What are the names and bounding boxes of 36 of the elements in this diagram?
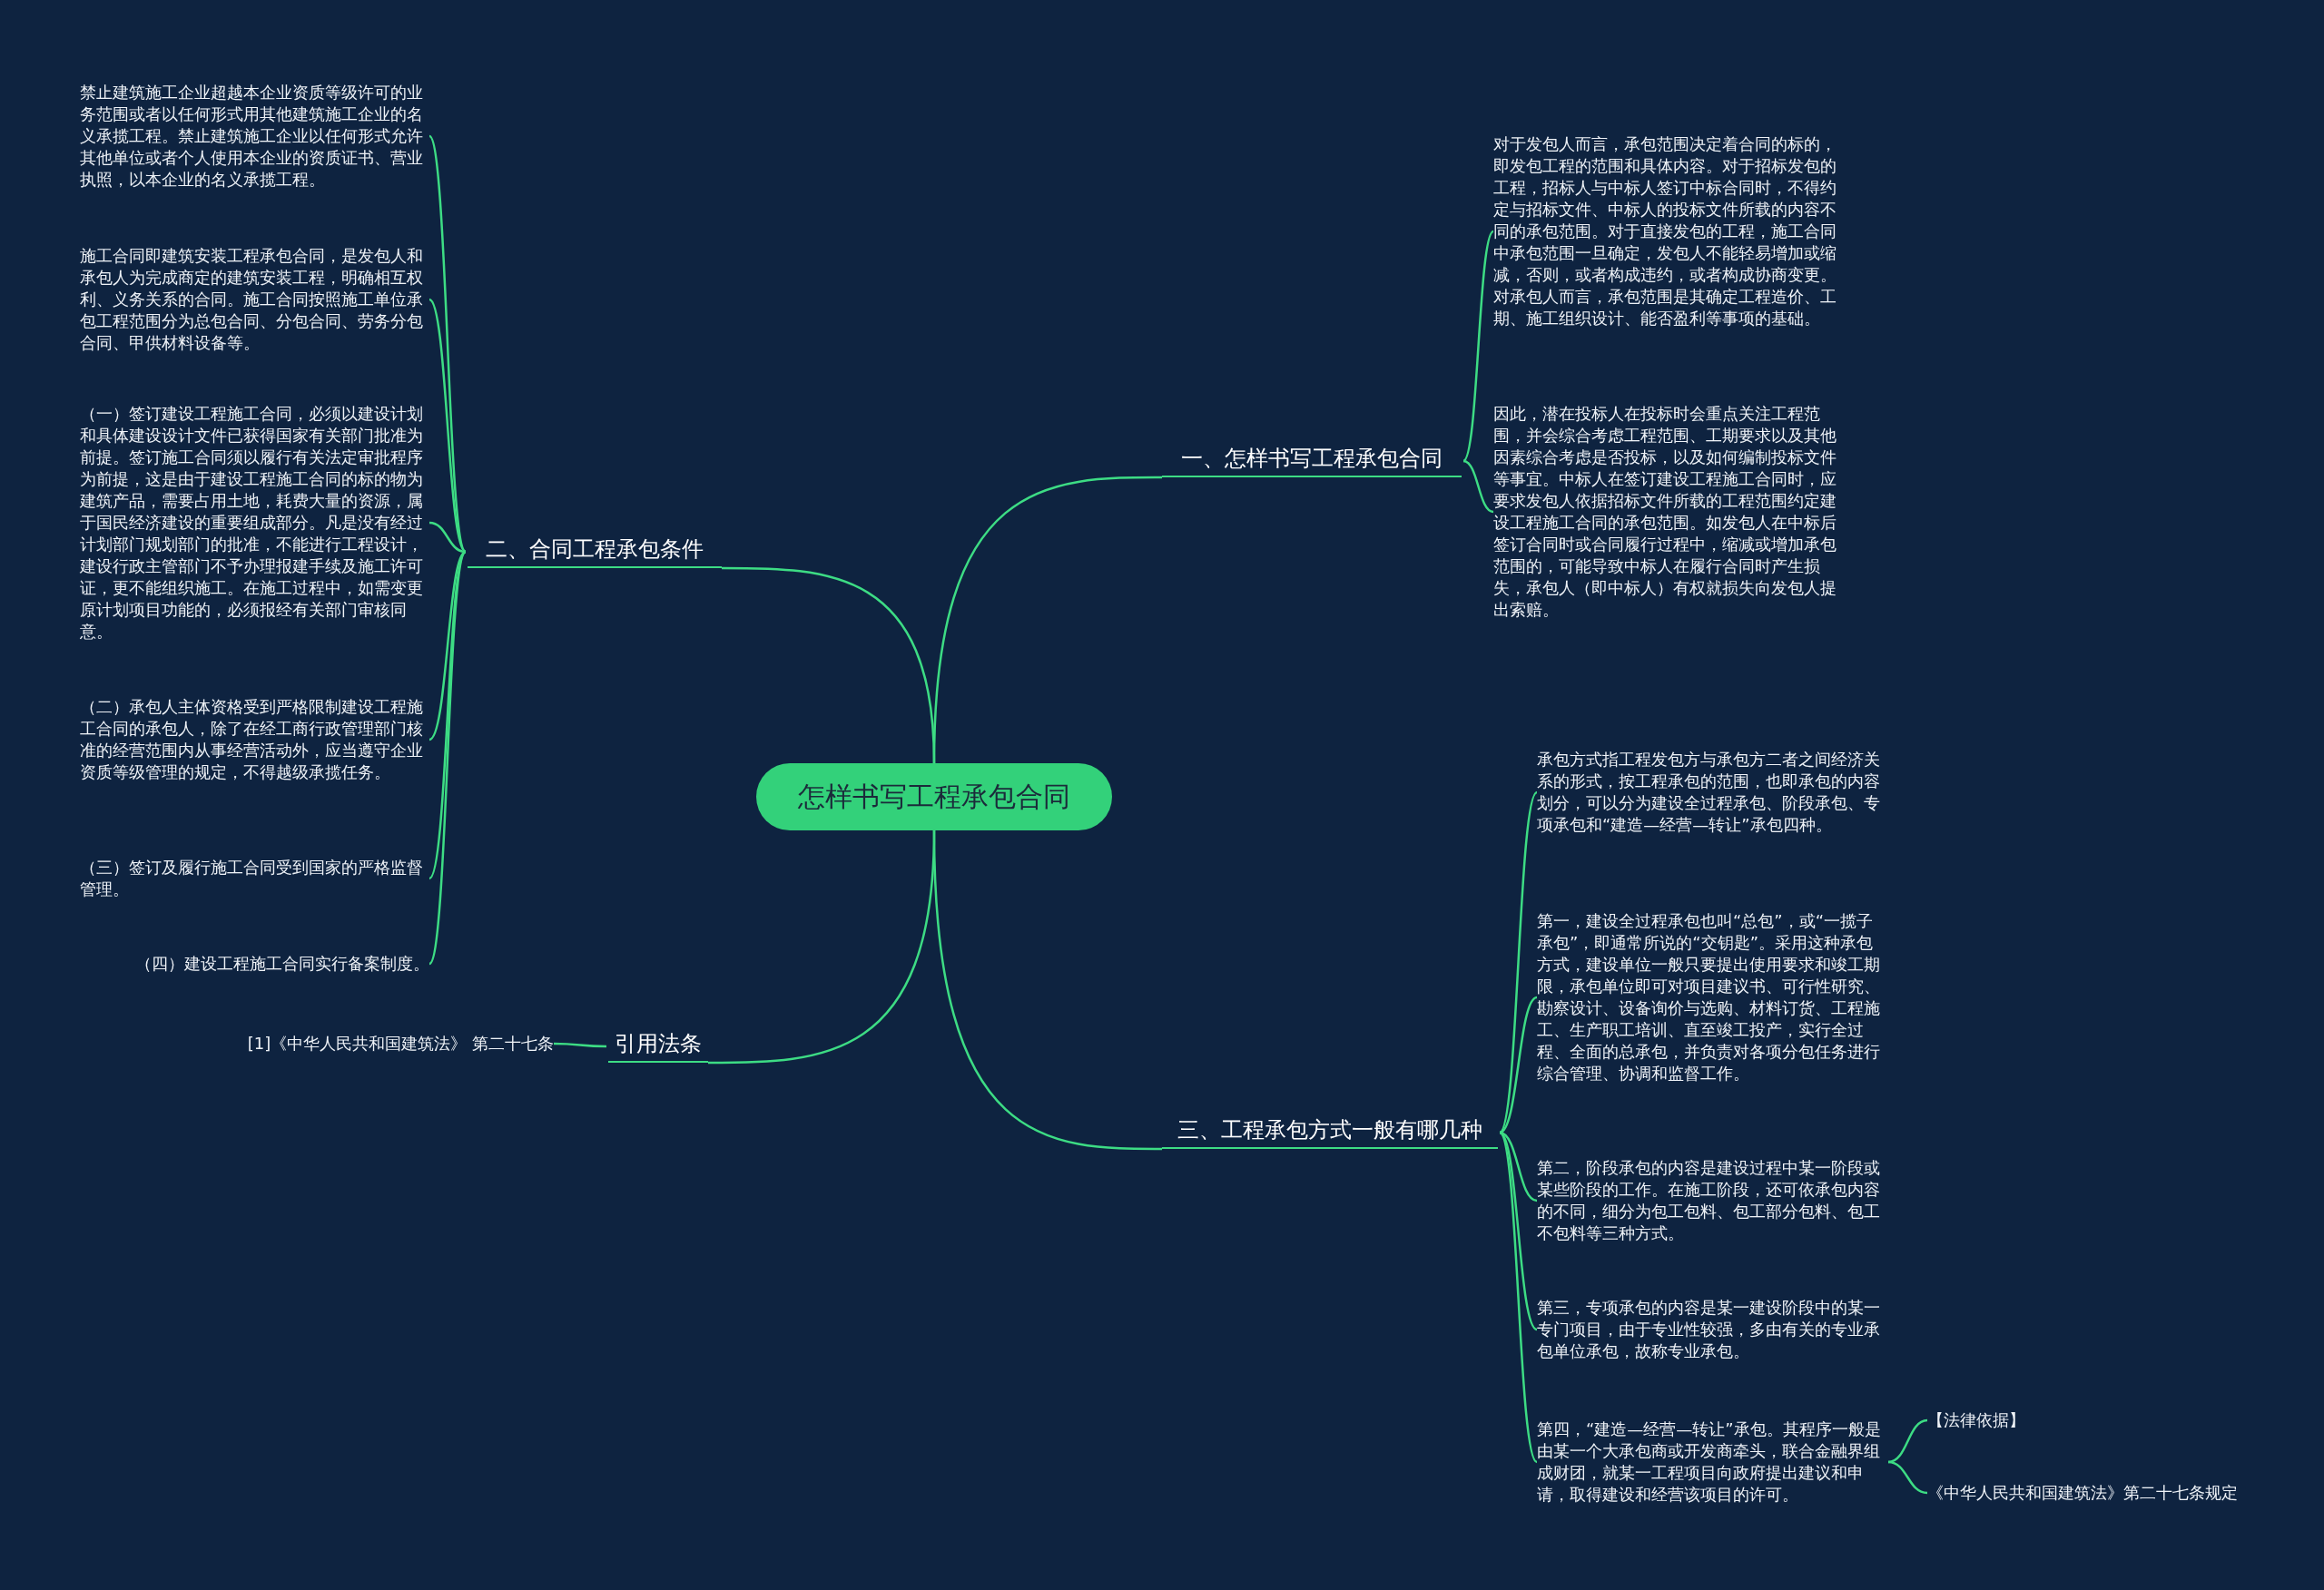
leaf-text: （四）建设工程施工合同实行备案制度。 (80, 953, 429, 975)
connector-line (1887, 1460, 1928, 1495)
leaf-text: （二）承包人主体资格受到严格限制建设工程施工合同的承包人，除了在经工商行政管理部门核准的经营范围内从事经营活动外，应当遵守企业资质等级管理的规定，不得越级承揽任务。 (80, 696, 429, 783)
branch-topic: 三、工程承包方式一般有哪几种 (1162, 1114, 1498, 1149)
central-topic: 怎样书写工程承包合同 (756, 763, 1112, 830)
leaf-text: 第四，“建造—经营—转让”承包。其程序一般是由某一个大承包商或开发商牵头，联合金融界组成财团，就某一工程项目向政府提出建议和申请，取得建设和经营该项目的许可。 (1537, 1418, 1886, 1506)
leaf-text: 禁止建筑施工企业超越本企业资质等级许可的业务范围或者以任何形式用其他建筑施工企业的名义承揽工程。禁止建筑施工企业以任何形式允许其他单位或者个人使用本企业的资质证书、营业执照，以本企业的名义承揽工程。 (80, 82, 429, 191)
leaf-text: 第二，阶段承包的内容是建设过程中某一阶段或某些阶段的工作。在施工阶段，还可依承包内容的不同，细分为包工包料、包工部分包料、包工不包料等三种方式。 (1537, 1157, 1886, 1244)
leaf-text: 对于发包人而言，承包范围决定着合同的标的，即发包工程的范围和具体内容。对于招标发包的工程，招标人与中标人签订中标合同时，不得约定与招标文件、中标人的投标文件所载的内容不同的承包范围。对于直接发包的工程，施工合同中承包范围一旦确定，发包人不能轻易增加或缩减，否则，或者构成违约，或者构成协商变更。对承包人而言，承包范围是其确定工程造价、工期、施工组织设计、能否盈利等事项的基础。 (1493, 133, 1843, 329)
leaf-text: 承包方式指工程发包方与承包方二者之间经济关系的形式，按工程承包的范围，也即承包的内容划分，可以分为建设全过程承包、阶段承包、专项承包和“建造—经营—转让”承包四种。 (1537, 749, 1886, 836)
leaf-text: 《中华人民共和国建筑法》第二十七条规定 (1927, 1482, 2263, 1504)
leaf-text: [1]《中华人民共和国建筑法》 第二十七条 (204, 1033, 554, 1055)
connector-line (1887, 1418, 1928, 1464)
connector-line (428, 135, 468, 553)
connector-line (428, 299, 467, 553)
connector-line (708, 829, 936, 1065)
leaf-text: 施工合同即建筑安装工程承包合同，是发包人和承包人为完成商定的建筑安装工程，明确相互权利、义务关系的合同。施工合同按照施工单位承包工程范围分为总包合同、分包合同、劳务分包合同、甲供材料设备等。 (80, 245, 429, 354)
connector-line (428, 521, 467, 554)
connector-line (1498, 791, 1539, 1134)
branch-topic: 引用法条 (608, 1028, 708, 1063)
connector-line (1499, 1131, 1538, 1202)
connector-line (1462, 231, 1494, 462)
leaf-text: 第一，建设全过程承包也叫“总包”，或“一揽子承包”，即通常所说的“交钥匙”。采用这种承包方式，建设单位一般只要提出使用要求和竣工期限，承包单位即可对项目建议书、可行性研究、勘察设计、设备询价与选购、材料订货、工程施工、生产职工培训、直至竣工投产，实行全过程、全面的总承包，并负责对各项分包任务进行综合管理、协调和监督工作。 (1537, 910, 1886, 1085)
leaf-text: 【法律依据】 (1927, 1409, 2082, 1431)
connector-line (554, 1042, 606, 1048)
leaf-text: 第三，专项承包的内容是某一建设阶段中的某一专门项目，由于专业性较强，多由有关的专业承包单位承包，故称专业承包。 (1537, 1297, 1886, 1362)
leaf-text: 因此，潜在投标人在投标时会重点关注工程范围，并会综合考虑工程范围、工期要求以及其他因素综合考虑是否投标，以及如何编制投标文件等事宜。中标人在签订建设工程施工合同时，应要求发包人依据招标文件所载的工程范围约定建设工程施工合同的承包范围。如发包人在中标后签订合同时或合同履行过程中，缩减或增加承包范围的，可能导致中标人在履行合同时产生损失，承包人（即中标人）有权就损失向发包人提出索赔。 (1493, 403, 1843, 621)
leaf-text: （一）签订建设工程施工合同，必须以建设计划和具体建设设计文件已获得国家有关部门批准为前提。签订施工合同须以履行有关法定审批程序为前提，这是由于建设工程施工合同的标的物为建筑产品，需要占用土地，耗费大量的资源，属于国民经济建设的重要组成部分。凡是没有经过计划部门规划部门的批准，不能进行工程设计，建设行政主管部门不予办理报建手续及施工许可证，更不能组织施工。在施工过程中，如需变更原计划项目功能的，必须报经有关部门审核同意。 (80, 403, 429, 643)
connector-line (1462, 459, 1494, 514)
leaf-text: （三）签订及履行施工合同受到国家的严格监督管理。 (80, 857, 429, 900)
connector-line (722, 566, 936, 764)
branch-topic: 一、怎样书写工程承包合同 (1162, 443, 1462, 477)
connector-line (1498, 1132, 1539, 1463)
connector-line (428, 551, 468, 965)
branch-topic: 二、合同工程承包条件 (468, 534, 722, 568)
connector-line (1499, 996, 1538, 1134)
